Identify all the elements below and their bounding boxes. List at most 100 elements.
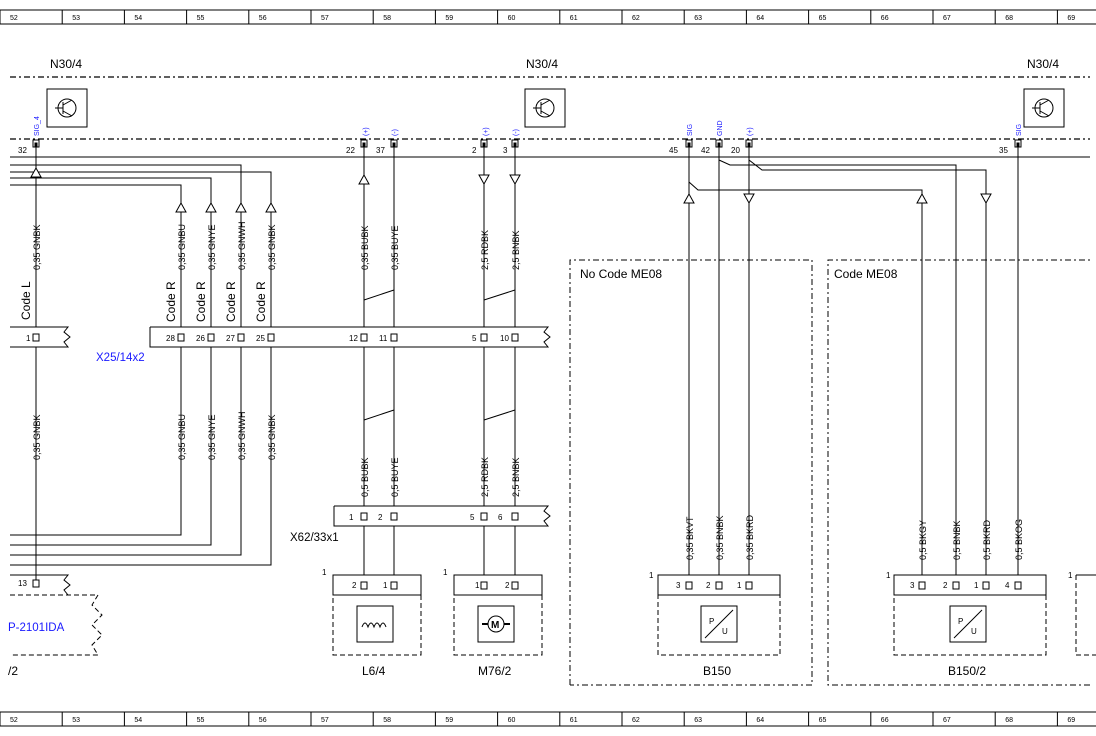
pin-number: 26 bbox=[196, 334, 205, 343]
ruler-number: 64 bbox=[756, 717, 764, 724]
motor-icon: M bbox=[477, 605, 515, 643]
ruler-number: 69 bbox=[1067, 717, 1075, 724]
pin-label-sig: SIG bbox=[1016, 124, 1023, 136]
wire-label: 0,35 GNBK bbox=[32, 414, 42, 460]
transistor-icon bbox=[1023, 88, 1065, 128]
wire-label: 0,5 BNBK bbox=[952, 520, 962, 560]
wire-label: 0,5 BKRD bbox=[982, 519, 992, 560]
ruler-number: 55 bbox=[197, 15, 205, 22]
pin-label-minus: (-) bbox=[513, 129, 520, 136]
pin-number: 35 bbox=[999, 146, 1008, 155]
region-boxes bbox=[569, 259, 1090, 686]
wires bbox=[10, 147, 1019, 585]
ruler-number: 62 bbox=[632, 15, 640, 22]
wire-label: 2,5 RDBK bbox=[480, 457, 490, 497]
wire-label: 2,5 BNBK bbox=[511, 457, 521, 497]
code-label: Code R bbox=[194, 281, 208, 322]
pin-label-plus: (+) bbox=[747, 127, 754, 136]
pin-number: 3 bbox=[503, 146, 508, 155]
code-label: Code R bbox=[164, 281, 178, 322]
ruler-number: 59 bbox=[445, 15, 453, 22]
transistor-icon bbox=[46, 88, 88, 128]
top-pin-connectors bbox=[32, 139, 1022, 148]
pin-number: 13 bbox=[18, 579, 27, 588]
component-index: 1 bbox=[886, 571, 891, 580]
pin-number: 6 bbox=[498, 513, 503, 522]
pin-label-sig4: SIG_4 bbox=[34, 116, 41, 136]
pin-number: 2 bbox=[378, 513, 383, 522]
wire-label: 0,5 BUYE bbox=[390, 457, 400, 497]
pressure-sensor-icon: P U bbox=[700, 605, 738, 643]
pin-number: 10 bbox=[500, 334, 509, 343]
ruler-number: 60 bbox=[508, 15, 516, 22]
right-edge-component: 1 bbox=[1068, 571, 1096, 656]
pin-label-gnd: GND bbox=[717, 120, 724, 136]
unit-title-left: N30/4 bbox=[50, 57, 82, 71]
ruler-number: 68 bbox=[1005, 717, 1013, 724]
unit-title-center: N30/4 bbox=[526, 57, 558, 71]
pin-number: 2 bbox=[943, 581, 948, 590]
wire-label: 0,5 BKOG bbox=[1014, 519, 1024, 560]
ruler-number: 65 bbox=[819, 15, 827, 22]
code-label: Code R bbox=[224, 281, 238, 322]
component-label-left: P-2101IDA bbox=[8, 622, 65, 634]
component-index: 1 bbox=[649, 571, 654, 580]
pressure-sensor-icon: P U bbox=[949, 605, 987, 643]
component-label: L6/4 bbox=[362, 664, 386, 678]
pin-number: 25 bbox=[256, 334, 265, 343]
pin-number: 12 bbox=[349, 334, 358, 343]
pin-label-plus: (+) bbox=[483, 127, 490, 136]
code-label: Code R bbox=[254, 281, 268, 322]
pin-number: 1 bbox=[383, 581, 388, 590]
wire-label: 0,35 GNWH bbox=[237, 221, 247, 270]
connector-label-x25: X25/14x2 bbox=[96, 352, 145, 364]
ruler-number: 58 bbox=[383, 15, 391, 22]
unit-title-right: N30/4 bbox=[1027, 57, 1059, 71]
pin-number: 45 bbox=[669, 146, 678, 155]
wire-label: 0,35 BUBK bbox=[360, 225, 370, 270]
component-m76-2: 1 1 2 M M76/2 bbox=[443, 568, 543, 678]
pin-number: 3 bbox=[910, 581, 915, 590]
ruler-number: 61 bbox=[570, 15, 578, 22]
ruler-number: 66 bbox=[881, 717, 889, 724]
pin-number: 1 bbox=[737, 581, 742, 590]
transistor-icon bbox=[524, 88, 566, 128]
svg-text:P: P bbox=[958, 617, 963, 626]
ruler-number: 53 bbox=[72, 15, 80, 22]
connector-x25: 1 28 26 27 25 12 11 5 10 bbox=[10, 326, 551, 348]
ruler-number: 61 bbox=[570, 717, 578, 724]
component-label: B150 bbox=[703, 664, 731, 678]
component-b150-2: 1 3 2 1 4 P U B150/2 bbox=[886, 571, 1047, 678]
svg-text:U: U bbox=[722, 627, 728, 636]
component-label-left-2: /2 bbox=[8, 664, 18, 678]
pin-number: 5 bbox=[470, 513, 475, 522]
pin-number: 32 bbox=[18, 146, 27, 155]
ruler-number: 57 bbox=[321, 717, 329, 724]
ruler-number: 54 bbox=[134, 15, 142, 22]
ruler-number: 52 bbox=[10, 15, 18, 22]
svg-text:U: U bbox=[971, 627, 977, 636]
wire-label: 0,35 BUYE bbox=[390, 225, 400, 270]
wire-label: 2,5 RDBK bbox=[480, 230, 490, 270]
ruler-number: 66 bbox=[881, 15, 889, 22]
ruler-number: 63 bbox=[694, 717, 702, 724]
pin-label-minus: (-) bbox=[392, 129, 399, 136]
wire-label: 0,35 GNBK bbox=[267, 224, 277, 270]
wire-label: 0,35 GNYE bbox=[207, 414, 217, 460]
ruler-number: 64 bbox=[756, 15, 764, 22]
ruler-number: 67 bbox=[943, 717, 951, 724]
coil-icon bbox=[356, 605, 394, 643]
ruler-number: 63 bbox=[694, 15, 702, 22]
wire-label: 0,5 BKGY bbox=[918, 520, 928, 560]
pin-number: 2 bbox=[472, 146, 477, 155]
wire-label: 0,5 BUBK bbox=[360, 457, 370, 497]
pin-number: 4 bbox=[1005, 581, 1010, 590]
wire-label: 0,35 GNYE bbox=[207, 224, 217, 270]
component-index: 1 bbox=[443, 568, 448, 577]
ruler-number: 52 bbox=[10, 717, 18, 724]
region-label-no-code: No Code ME08 bbox=[580, 267, 662, 281]
